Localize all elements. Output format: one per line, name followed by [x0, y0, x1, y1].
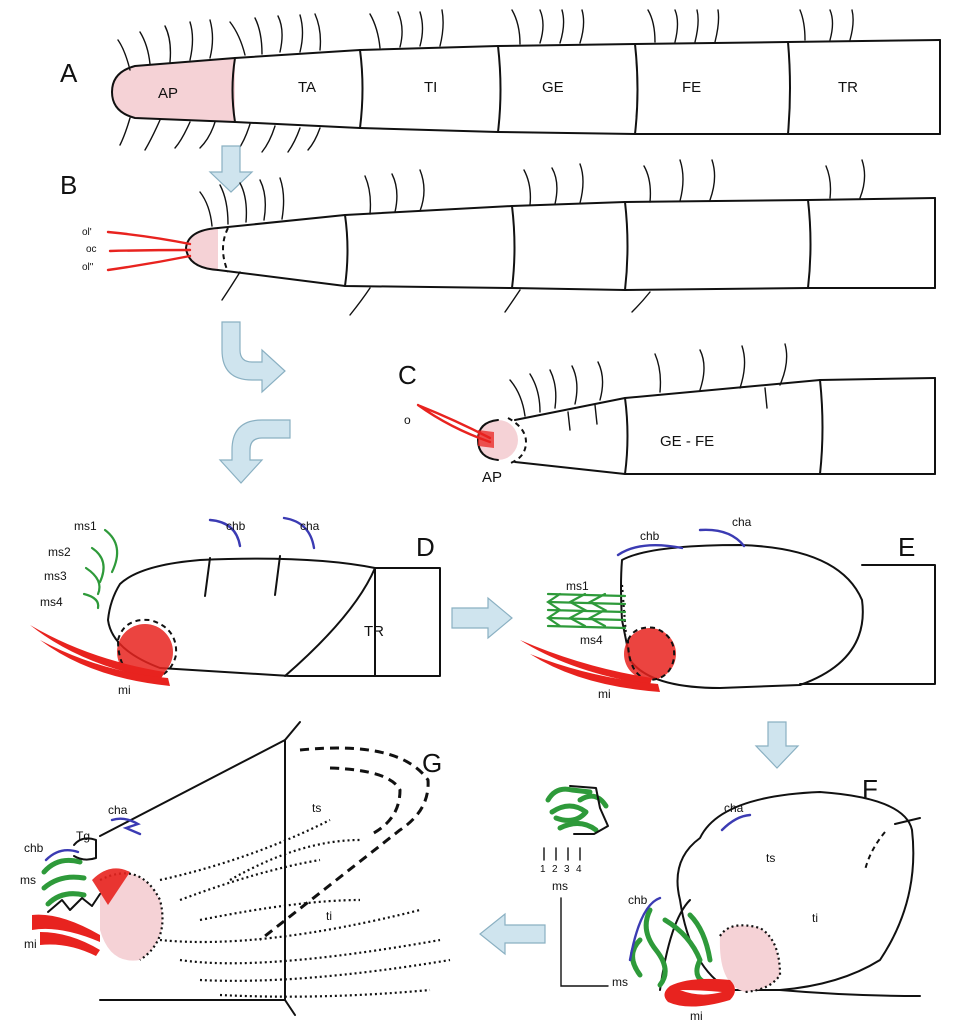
- label-mi: mi: [118, 683, 131, 697]
- segment-label-ap: AP: [482, 469, 502, 486]
- segment-label-ap: AP: [158, 85, 178, 102]
- label-mi: mi: [24, 937, 37, 951]
- segment-label-ge: GE: [542, 79, 564, 96]
- panel-f: F cha ts ti chb ms mi 1 2 3 4 ms: [540, 774, 920, 1023]
- panel-c: C o AP GE - FE: [398, 344, 935, 486]
- claw-label-ol1: ol': [82, 227, 92, 238]
- panel-d: D ms1 ms2 ms3 ms4 chb cha TR mi: [30, 518, 440, 697]
- panel-a: A AP TA TI GE FE TR: [60, 10, 940, 152]
- label-ts: ts: [312, 801, 321, 815]
- segment-label-tr: TR: [838, 79, 858, 96]
- arrow-down-icon: [756, 722, 798, 768]
- claw-mi: [32, 915, 100, 956]
- segment-label-fe: FE: [682, 79, 701, 96]
- label-cha: cha: [732, 515, 752, 529]
- panel-letter-d: D: [416, 532, 435, 562]
- panel-letter-b: B: [60, 170, 77, 200]
- claw-mi: [664, 979, 735, 1007]
- label-chb: chb: [628, 893, 648, 907]
- label-chb: chb: [24, 841, 44, 855]
- label-cha: cha: [300, 519, 320, 533]
- inset-number-4: 4: [576, 864, 582, 875]
- panel-letter-g: G: [422, 748, 442, 778]
- label-ts: ts: [766, 851, 775, 865]
- apotele-segment: [186, 228, 218, 270]
- inset-number-1: 1: [540, 864, 546, 875]
- curved-arrow-icon: [222, 322, 285, 392]
- claw-label-o: o: [404, 413, 411, 427]
- label-ms2: ms2: [48, 545, 71, 559]
- panel-letter-a: A: [60, 58, 78, 88]
- panel-letter-e: E: [898, 532, 915, 562]
- segment-label-ge-fe: GE - FE: [660, 433, 714, 450]
- inset-label-ms: ms: [552, 879, 568, 893]
- claw-label-ol2: ol": [82, 262, 94, 273]
- setae-ch: [618, 530, 744, 555]
- segment-outline: [678, 792, 914, 990]
- curved-arrow-icon: [220, 420, 290, 483]
- label-chb: chb: [226, 519, 246, 533]
- label-cha: cha: [724, 801, 744, 815]
- panel-letter-c: C: [398, 360, 417, 390]
- label-chb: chb: [640, 529, 660, 543]
- label-tg: Tg: [76, 829, 90, 843]
- panel-e: E chb cha ms1 ms4 mi: [520, 515, 935, 701]
- label-ti: ti: [812, 911, 818, 925]
- label-cha: cha: [108, 803, 128, 817]
- label-ms: ms: [20, 873, 36, 887]
- setae-ms: [84, 530, 117, 608]
- claw-label-oc: oc: [86, 244, 97, 255]
- segment-label-ta: TA: [298, 79, 316, 96]
- segment-outline: [100, 740, 285, 1000]
- inset-number-2: 2: [552, 864, 558, 875]
- label-ms3: ms3: [44, 569, 67, 583]
- label-mi: mi: [690, 1009, 703, 1023]
- label-ti: ti: [326, 909, 332, 923]
- label-ms1: ms1: [566, 579, 589, 593]
- label-tr: TR: [364, 623, 384, 640]
- label-ms4: ms4: [580, 633, 603, 647]
- panel-g: G cha Tg chb ms mi ts ti: [20, 722, 450, 1015]
- inset-leader-line: [561, 898, 608, 986]
- label-ms1: ms1: [74, 519, 97, 533]
- label-ms: ms: [612, 975, 628, 989]
- arrow-down-icon: [210, 146, 252, 192]
- inset-number-3: 3: [564, 864, 570, 875]
- arrow-right-icon: [452, 598, 512, 638]
- claw-setae: [108, 232, 190, 270]
- setae-ms-comb: [548, 594, 625, 628]
- segment-label-ti: TI: [424, 79, 437, 96]
- setae-ms: [44, 860, 84, 904]
- setae-ms: [633, 910, 713, 985]
- label-ms4: ms4: [40, 595, 63, 609]
- arrow-left-icon: [480, 914, 545, 954]
- label-mi: mi: [598, 687, 611, 701]
- panel-b: B ol' oc ol": [60, 160, 935, 315]
